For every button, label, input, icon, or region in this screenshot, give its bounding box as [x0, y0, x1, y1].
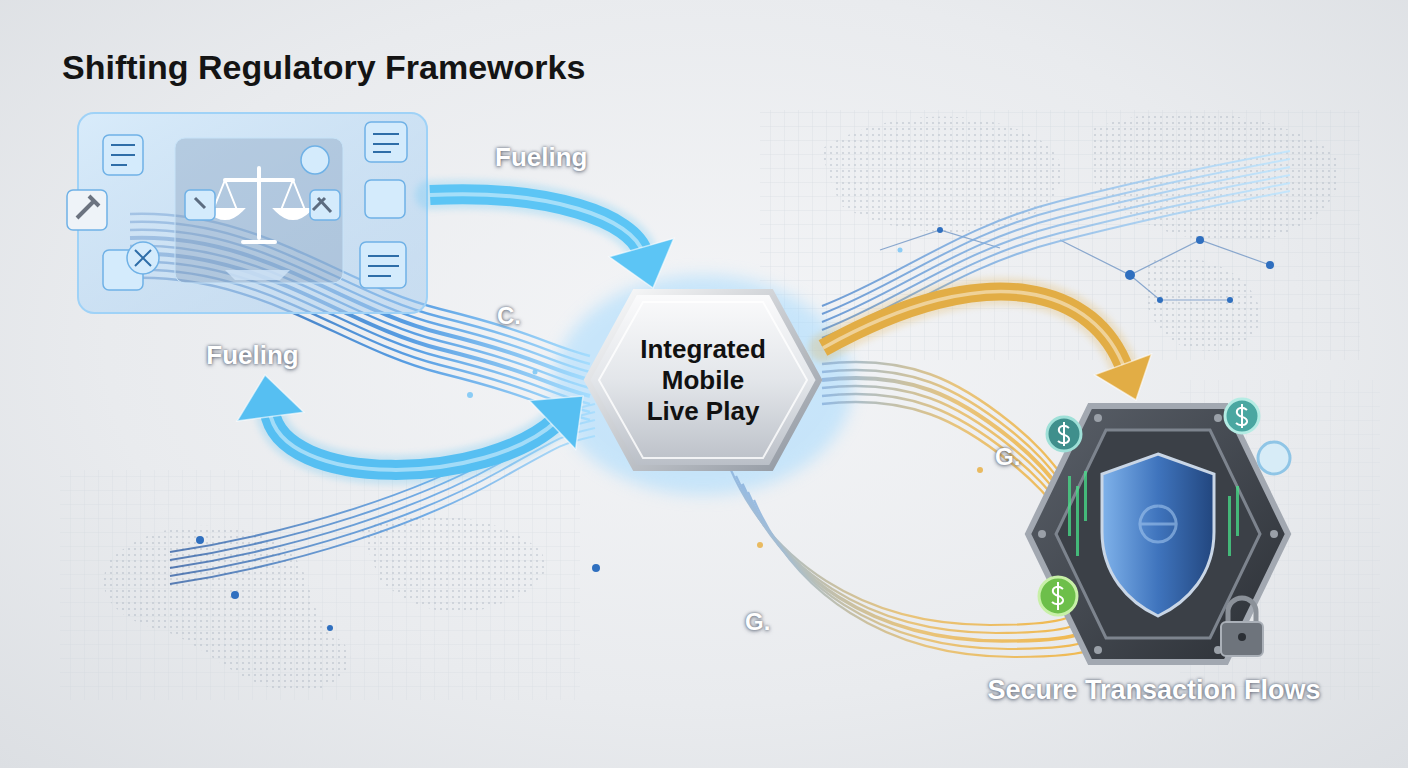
network-dot [937, 227, 943, 233]
network-dot [1157, 297, 1163, 303]
coin [1258, 442, 1290, 474]
x-mark [135, 250, 151, 266]
code-glow [1068, 471, 1239, 556]
coins [1039, 399, 1290, 615]
document-icons [67, 122, 407, 290]
scale-pans [209, 210, 309, 218]
code-bar [1228, 496, 1231, 556]
code-bar [1084, 471, 1087, 521]
code-bar [1068, 476, 1071, 536]
handshake-glyph [225, 270, 290, 280]
doc-lines [111, 134, 399, 276]
node-shape [75, 110, 430, 316]
stream-line [170, 404, 595, 552]
stream-line [822, 362, 1090, 502]
padlock [1221, 598, 1263, 656]
hub-label: Integrated Mobile Live Play [635, 334, 771, 427]
arrow-highlight [430, 194, 643, 253]
inner-panel [175, 138, 343, 283]
rivet [1270, 530, 1278, 538]
arrow-head [237, 375, 304, 421]
network-dot [1196, 236, 1204, 244]
arrow-body [270, 410, 557, 469]
panel-label: Fueling [75, 340, 430, 371]
arrow-body [430, 194, 643, 253]
flow-arrow [823, 292, 1152, 400]
rivet [1094, 414, 1102, 422]
arrow-head [529, 396, 583, 449]
arrow-highlight [823, 292, 1125, 370]
particle [533, 370, 538, 375]
vault-illustration [1028, 399, 1290, 662]
network-link [1060, 240, 1270, 300]
vault-rivets [1038, 414, 1278, 654]
gavel-glyph [77, 196, 99, 218]
code-bar [1076, 486, 1079, 556]
rivet [1038, 530, 1046, 538]
circle-icon [127, 242, 159, 274]
icon-details [77, 134, 399, 276]
network-dot [1266, 261, 1274, 269]
callout-letter: C. [497, 302, 521, 330]
glass-panel [78, 113, 427, 313]
network-dot [231, 591, 239, 599]
security-shield [1102, 454, 1214, 616]
scales-of-justice [209, 168, 309, 242]
callout-letter: G. [995, 443, 1020, 471]
doc-tile [365, 122, 407, 162]
gavel-tile [67, 190, 107, 230]
arrow-glow [270, 410, 557, 469]
particle [467, 392, 473, 398]
rivet [1094, 646, 1102, 654]
data-stream-lower [170, 404, 595, 584]
lock-body [1221, 622, 1263, 656]
network-dot [592, 564, 600, 572]
regulatory-panel: Fueling [75, 110, 430, 375]
arrow-head [609, 238, 674, 288]
particle [757, 542, 763, 548]
node-shape [958, 400, 1350, 672]
scale-strings [213, 180, 305, 210]
gavel-glyph [195, 198, 331, 212]
flow-arrow [430, 194, 674, 288]
network-dot [196, 536, 204, 544]
network-dot [1125, 270, 1135, 280]
arrow-glow [430, 194, 643, 253]
particle [898, 248, 903, 253]
particle [977, 467, 983, 473]
vault-hexagon [1028, 406, 1288, 662]
doc-tile [365, 180, 405, 218]
hub-inner-rim [599, 302, 807, 458]
lock-keyhole [1238, 633, 1246, 641]
network-dot [327, 625, 333, 631]
hub-hexagon [587, 292, 819, 468]
vault-door [1056, 430, 1260, 638]
grid-backdrop [60, 470, 580, 700]
coin-glyph [1052, 404, 1247, 610]
diagram-title: Shifting Regulatory Frameworks [62, 48, 585, 87]
stream-particles [467, 248, 983, 549]
code-bar [1236, 486, 1239, 536]
rivet [1214, 414, 1222, 422]
vault-label: Secure Transaction Flows [958, 675, 1350, 706]
lock-shackle [1228, 598, 1256, 624]
shield-emblem [1140, 506, 1176, 542]
network-dot [1227, 297, 1233, 303]
callout-letter: G. [745, 608, 770, 636]
arrow-glow [823, 292, 1125, 370]
arrow-body [823, 292, 1125, 370]
hub-node: Integrated Mobile Live Play [583, 288, 823, 472]
circle-icon [301, 146, 329, 174]
flow-arrow [237, 375, 583, 470]
stream-line [822, 151, 1290, 306]
arrow-head [1095, 354, 1152, 400]
hub-glow [553, 275, 853, 495]
edge-label: Fueling [495, 142, 587, 173]
arrow-highlight [270, 410, 557, 469]
